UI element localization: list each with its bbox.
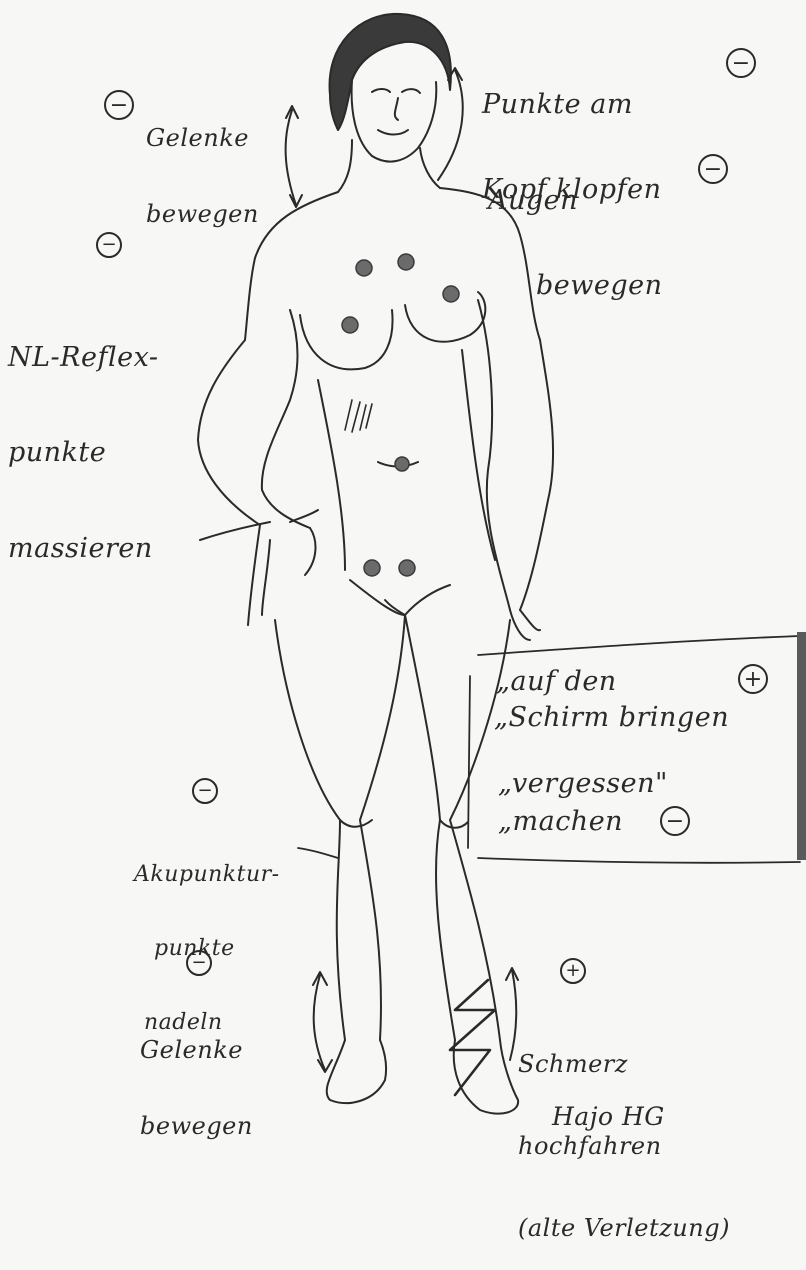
minus-symbol-eyes: − (698, 154, 728, 184)
leg-left-outer (275, 620, 345, 1040)
joints-bottom-line1: Gelenke (140, 1038, 253, 1063)
knee-hatch (298, 848, 338, 858)
reflex-dot (364, 560, 380, 576)
leg-right-inner (405, 615, 455, 1040)
knee-right (440, 820, 468, 828)
eyes-line2: bewegen (488, 272, 663, 300)
arrow-joints-bottom (313, 972, 332, 1072)
minus-symbol-joints-top: − (104, 90, 134, 120)
quote-line1: „auf den (496, 668, 617, 696)
minus-symbol-head: − (726, 48, 756, 78)
reflex-dot (356, 260, 372, 276)
eye-left (372, 89, 390, 92)
quote-line3: „vergessen" (498, 770, 668, 798)
arm-left-outer (198, 340, 260, 525)
eyes-line1: Augen (488, 187, 663, 215)
hair (330, 14, 451, 130)
joints-top-line1: Gelenke (146, 126, 259, 151)
hand-left (248, 525, 315, 625)
signature: Hajo HG (552, 1104, 665, 1130)
nose (395, 98, 398, 120)
chest-hatch (345, 400, 372, 432)
knee-left (340, 820, 372, 827)
mouth (378, 130, 408, 135)
head-points-line1: Punkte am (482, 91, 661, 119)
plus-symbol-pain: + (560, 958, 586, 984)
nl-reflex-line3: massieren (8, 533, 158, 565)
minus-symbol-joints-bottom: − (186, 950, 212, 976)
reflex-dot (398, 254, 414, 270)
acupuncture-line1: Akupunktur- (134, 863, 280, 888)
foot-left (327, 1040, 386, 1103)
face-outline (352, 80, 437, 162)
quote-line2: „Schirm bringen (494, 704, 729, 732)
annotation-eyes: Augen bewegen (488, 130, 663, 328)
leg-left-inner (360, 615, 405, 1040)
quote-line4: „machen (498, 808, 623, 836)
annotation-joints-bottom: Gelenke bewegen (140, 988, 253, 1164)
joints-bottom-line2: bewegen (140, 1114, 253, 1139)
reflex-dot (399, 560, 415, 576)
arm-right-outer (520, 340, 553, 610)
torso-left (318, 380, 345, 570)
pain-line2: hochfahren (518, 1133, 730, 1160)
neck-left (338, 140, 352, 192)
reflex-dot (443, 286, 459, 302)
quote-box: „auf den + „Schirm bringen „vergessen" „… (480, 652, 798, 862)
arrow-joints-top (286, 106, 302, 207)
annotation-joints-top: Gelenke bewegen (146, 76, 259, 252)
page-edge-bar (797, 632, 806, 860)
annotation-nl-reflex: NL-Reflex- punkte massieren (8, 278, 158, 597)
minus-symbol-reflex: − (96, 232, 122, 258)
neck-right (420, 148, 440, 188)
plus-symbol-quote: + (738, 664, 768, 694)
minus-symbol-quote: − (660, 806, 690, 836)
reflex-dot (395, 457, 409, 471)
arrow-pain (506, 968, 518, 1060)
hand-right (510, 610, 540, 640)
pain-line3: (alte Verletzung) (518, 1215, 730, 1242)
arm-right-inner (478, 300, 510, 610)
joints-top-line2: bewegen (146, 202, 259, 227)
eye-right (402, 89, 420, 93)
reflex-dot (342, 317, 358, 333)
pelvis (350, 580, 450, 615)
annotation-pain: Schmerz hochfahren (alte Verletzung) (518, 996, 730, 1270)
arm-left-inner (262, 310, 310, 528)
nl-reflex-line1: NL-Reflex- (8, 342, 158, 374)
minus-symbol-acupuncture: − (192, 778, 218, 804)
pain-line1: Schmerz (518, 1051, 730, 1078)
nl-reflex-line2: punkte (8, 437, 158, 469)
